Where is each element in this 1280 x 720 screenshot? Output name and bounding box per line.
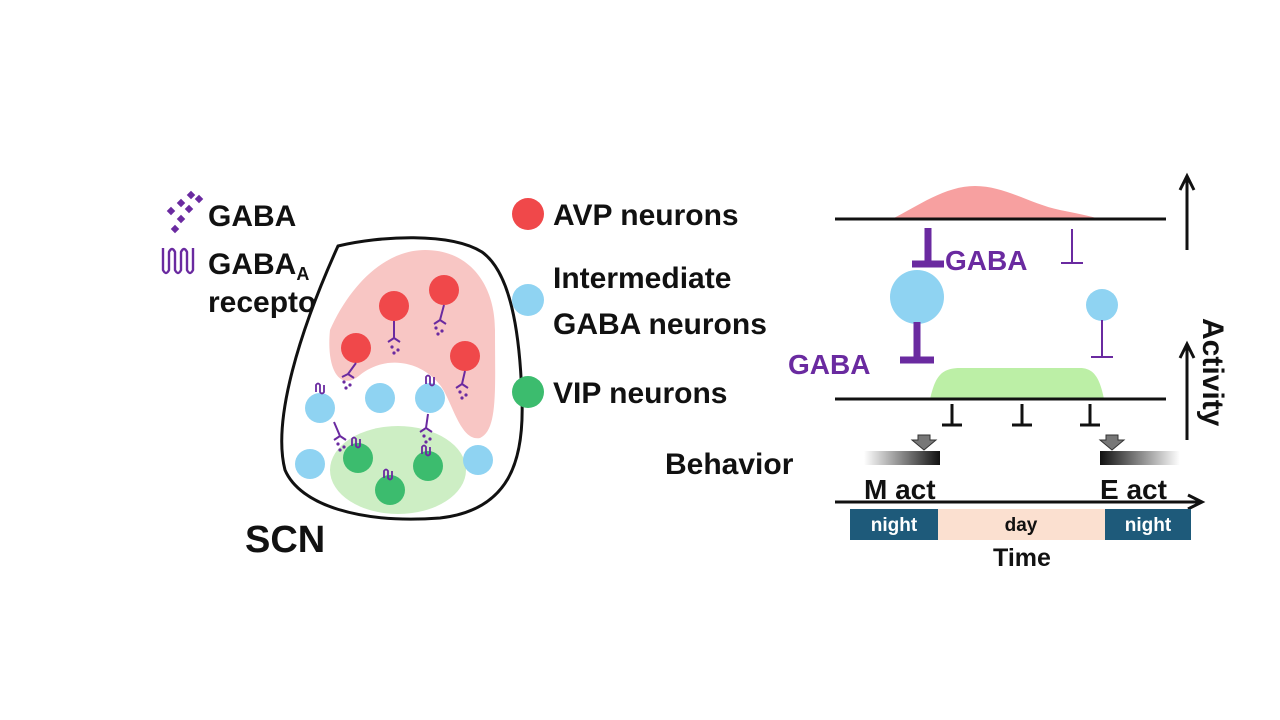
- phase-label: day: [1005, 515, 1038, 536]
- gaba-a-subscript: A: [296, 264, 309, 284]
- phase-day: [938, 509, 1105, 540]
- avp-neuron: [429, 275, 459, 305]
- phase-night-morning: [850, 509, 938, 540]
- intermediate-gaba-neuron: [463, 445, 493, 475]
- behavior-label: Behavior: [665, 448, 794, 481]
- m-act-down-arrow: [910, 434, 938, 451]
- upper-activity-arrow: [1178, 172, 1196, 250]
- cell-type-legend: AVP neurons Intermediate GABA neurons VI…: [512, 198, 767, 410]
- gaba-a-main: GABA: [208, 248, 296, 281]
- avp-legend-label: AVP neurons: [553, 199, 739, 232]
- intermediate-gaba-neuron: [295, 449, 325, 479]
- intermediate-gaba-neuron: [365, 383, 395, 413]
- m-act-label: M act: [864, 474, 936, 505]
- time-axis-arrow: [835, 493, 1206, 511]
- activity-timeline: GABA GABA Activity: [665, 172, 1229, 572]
- lower-activity-arrow: [1178, 340, 1196, 440]
- intermediate-legend-label-line1: Intermediate: [553, 262, 731, 295]
- m-act-bar: [864, 451, 940, 465]
- intermediate-neuron-large: [890, 270, 944, 324]
- gaba-legend-label: GABA: [208, 200, 296, 233]
- phase-night-evening: [1105, 509, 1191, 540]
- avp-neuron: [450, 341, 480, 371]
- phase-label: night: [1125, 515, 1172, 536]
- e-act-down-arrow: [1098, 434, 1126, 451]
- gaba-a-legend-label: GABAA: [208, 248, 309, 284]
- e-act-label: E act: [1100, 474, 1167, 505]
- intermediate-neuron-small: [1086, 289, 1118, 321]
- phase-label: night: [871, 515, 918, 536]
- intermediate-legend-label-line2: GABA neurons: [553, 308, 767, 341]
- vip-neuron: [375, 475, 405, 505]
- gaba-release-dots: [336, 326, 468, 452]
- activity-axis-label: Activity: [1196, 318, 1229, 427]
- gaba-a-receptors: [315, 374, 435, 481]
- gaba-a-receptor-icon: [161, 247, 195, 275]
- intermediate-gaba-neuron: [415, 383, 445, 413]
- gaba-legend: GABA GABAA receptor: [161, 190, 328, 319]
- scn-schematic: SCN: [245, 236, 524, 561]
- vip-legend-label: VIP neurons: [553, 377, 728, 410]
- scn-label: SCN: [245, 519, 325, 561]
- intermediate-gaba-neuron: [305, 393, 335, 423]
- time-axis-label: Time: [993, 544, 1051, 572]
- avp-neuron: [379, 291, 409, 321]
- receptor-legend-label: receptor: [208, 286, 328, 319]
- vip-neuron: [413, 451, 443, 481]
- gaba-upper-label: GABA: [945, 245, 1027, 276]
- vip-inhibitory-outputs: [942, 404, 1100, 427]
- gaba-lower-label: GABA: [788, 349, 870, 380]
- vip-activity-curve: [930, 368, 1104, 399]
- avp-legend-dot: [512, 198, 544, 230]
- avp-axons: [333, 304, 469, 441]
- avp-activity-curve: [892, 186, 1100, 219]
- e-act-bar: [1100, 451, 1180, 465]
- avp-neuron: [341, 333, 371, 363]
- vip-legend-dot: [512, 376, 544, 408]
- intermediate-legend-dot: [512, 284, 544, 316]
- vip-neuron: [343, 443, 373, 473]
- gaba-molecule-icon: [166, 190, 204, 234]
